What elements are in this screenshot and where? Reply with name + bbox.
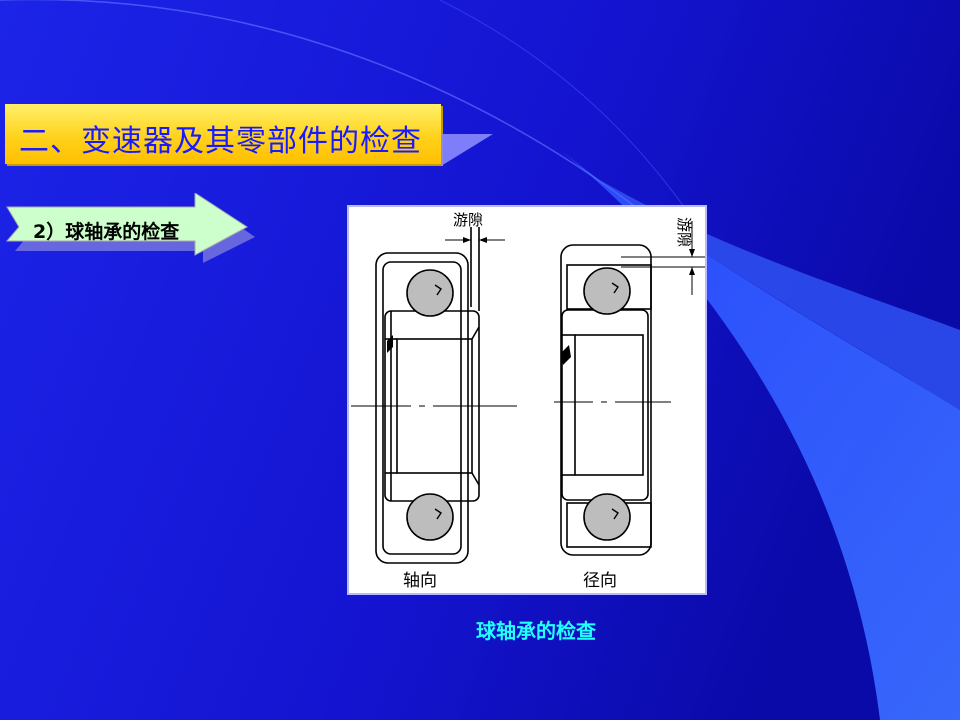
subtitle-arrow <box>5 193 255 263</box>
diagram-caption: 球轴承的检查 <box>476 619 596 643</box>
radial-clearance-label: 游隙 <box>675 217 693 247</box>
title-shadow-wedge <box>441 134 493 166</box>
axial-clearance-label: 游隙 <box>453 211 483 229</box>
slide-subtitle: 2）球轴承的检查 <box>33 221 180 243</box>
bearing-diagram: 游隙 游隙 轴向 径向 <box>347 205 707 595</box>
slide-title-box: 二、变速器及其零部件的检查 <box>5 104 441 164</box>
slide-title: 二、变速器及其零部件的检查 <box>19 124 422 159</box>
axial-label: 轴向 <box>403 571 437 591</box>
radial-label: 径向 <box>583 571 617 591</box>
